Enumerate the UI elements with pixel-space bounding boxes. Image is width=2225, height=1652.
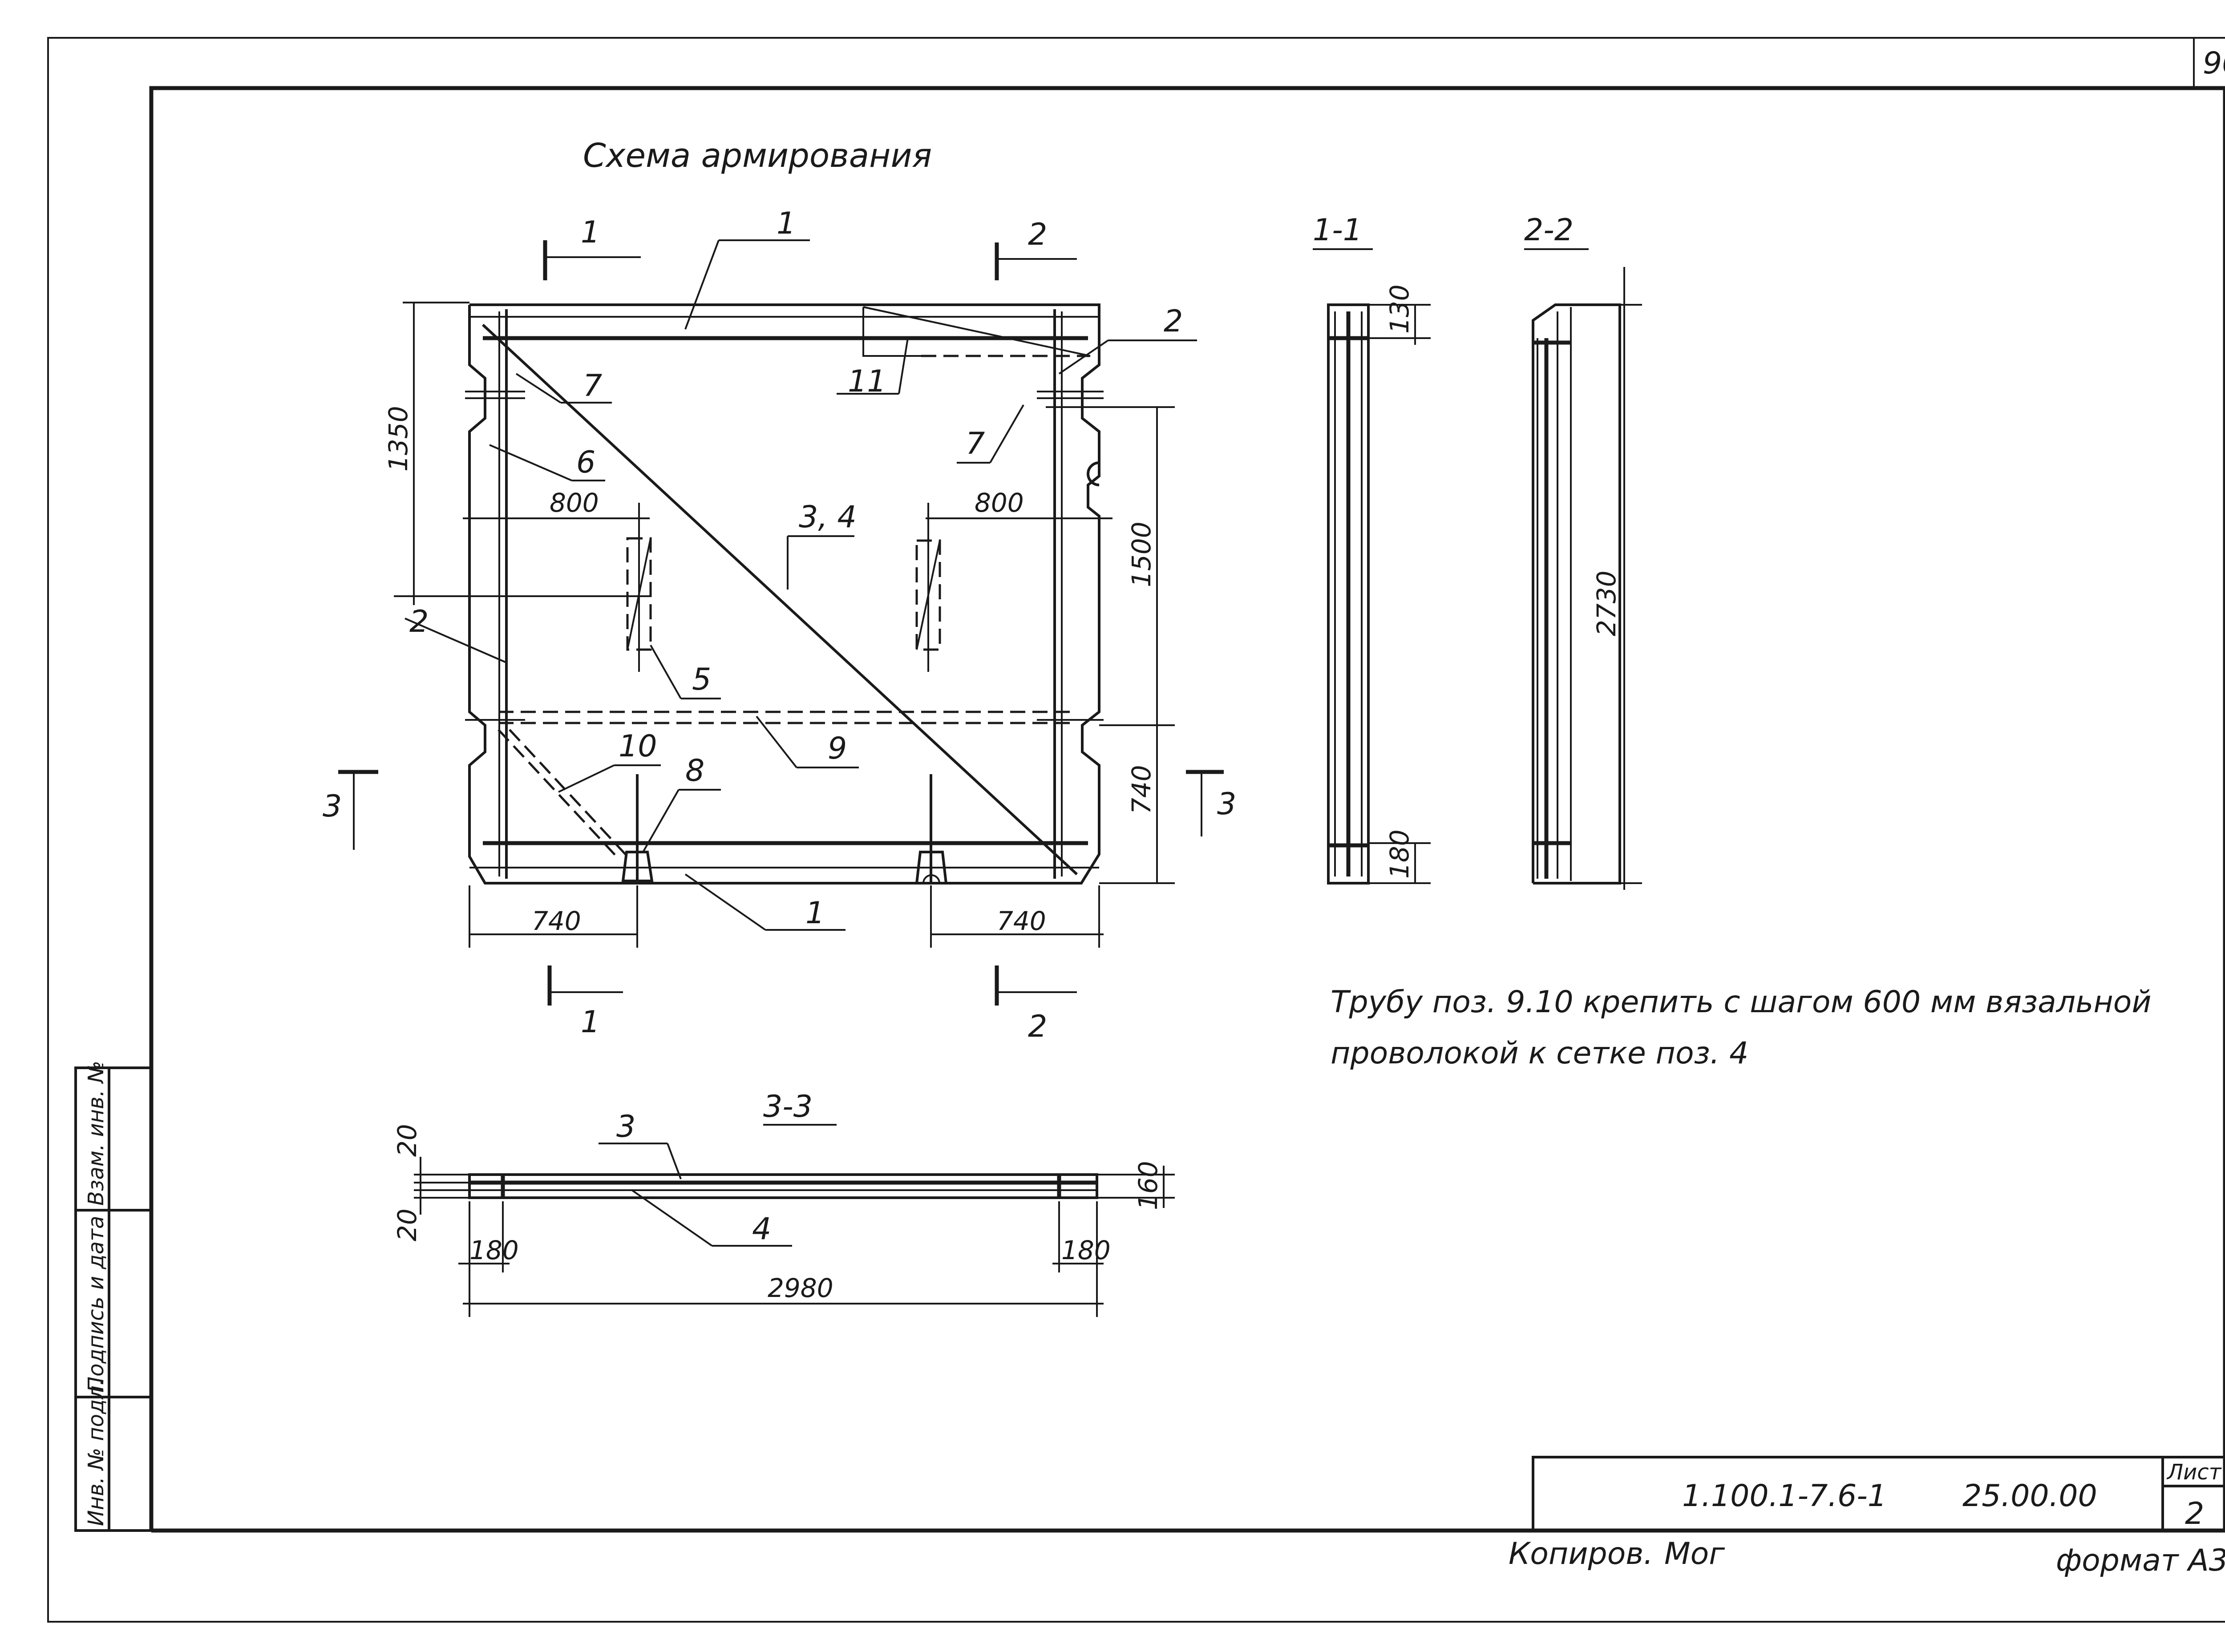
section-mark-1-bottom: 1 <box>581 1005 600 1040</box>
dim-740-right: 740 <box>1126 765 1157 814</box>
section-marks-plan <box>338 240 1224 1006</box>
title-block-mark: 25.00.00 <box>1962 1478 2097 1514</box>
panel-plan-outline <box>468 303 1100 885</box>
stamp-vzam-inv: Взам. инв. № <box>84 1061 109 1206</box>
dim-800-left: 800 <box>550 488 599 518</box>
outer-frame <box>47 37 2225 1623</box>
dim-1500: 1500 <box>1126 521 1157 587</box>
pos-2-left: 2 <box>409 604 429 639</box>
pos-1-top: 1 <box>777 206 796 241</box>
pos-6: 6 <box>576 445 595 480</box>
sec1-dim-180: 180 <box>1384 829 1415 879</box>
pos-2-top-right: 2 <box>1164 304 1183 339</box>
sec1-dim-130: 130 <box>1384 284 1415 334</box>
title-block-code: 1.100.1-7.6-1 <box>1682 1478 1887 1514</box>
note-line-1: Трубу поз. 9.10 крепить с шагом 600 мм в… <box>1331 985 2152 1020</box>
pos-3-4: 3, 4 <box>799 500 857 535</box>
side-stamp <box>74 1066 153 1532</box>
copied-label: Копиров. <box>1509 1536 1653 1571</box>
section-2-2 <box>1532 267 1642 890</box>
sec3-pos-3: 3 <box>616 1109 635 1144</box>
sec3-dim-20-top: 20 <box>392 1124 422 1157</box>
section-title-3-3: 3-3 <box>763 1089 813 1124</box>
section-mark-1-top: 1 <box>581 215 600 250</box>
reinforcement-plan <box>465 306 1104 885</box>
drawing-title: Схема армирования <box>583 137 932 175</box>
section-3-3 <box>414 1143 1175 1317</box>
format-label: формат А3 <box>2056 1543 2225 1578</box>
section-mark-3-right: 3 <box>1217 787 1236 822</box>
copied-signature: Мог <box>1664 1536 1725 1571</box>
sec3-pos-4: 4 <box>752 1212 771 1247</box>
dim-800-right: 800 <box>975 488 1024 518</box>
sec3-dim-2980: 2980 <box>768 1273 833 1303</box>
section-mark-2-bottom: 2 <box>1028 1009 1047 1044</box>
section-mark-2-top: 2 <box>1028 217 1047 252</box>
title-block-sheet-label: Лист <box>2166 1460 2222 1485</box>
pos-5: 5 <box>692 662 711 697</box>
sec3-dim-20-bottom: 20 <box>392 1208 422 1241</box>
pos-7-right: 7 <box>966 426 985 461</box>
section-title-1-1: 1-1 <box>1313 213 1362 248</box>
pos-8: 8 <box>685 753 704 788</box>
stamp-inv-podl: Инв. № подл. <box>84 1379 109 1526</box>
section-title-2-2: 2-2 <box>1524 213 1574 248</box>
pos-11: 11 <box>848 364 886 399</box>
pos-7-left: 7 <box>583 368 602 404</box>
sec3-dim-180-right: 180 <box>1061 1235 1111 1265</box>
title-block <box>1532 1456 2225 1532</box>
dim-740-bottom-left: 740 <box>532 906 581 936</box>
sheet-corner-number: 90 <box>2203 46 2225 81</box>
pos-1-bottom: 1 <box>805 896 825 931</box>
pos-9: 9 <box>828 731 847 766</box>
section-mark-3-left: 3 <box>323 789 342 824</box>
pos-10: 10 <box>619 729 657 764</box>
dim-1350: 1350 <box>383 406 413 472</box>
leader-lines-plan <box>405 239 1197 931</box>
sec2-dim-2730: 2730 <box>1591 570 1622 636</box>
sec3-dim-180-left: 180 <box>469 1235 519 1265</box>
sec3-dim-160: 160 <box>1133 1161 1163 1210</box>
note-line-2: проволокой к сетке поз. 4 <box>1331 1036 1748 1071</box>
stamp-podpis-data: Подпись и дата <box>84 1216 109 1393</box>
dimension-lines-plan <box>394 302 1175 948</box>
dim-740-bottom-right: 740 <box>997 906 1046 936</box>
section-1-1 <box>1327 303 1431 885</box>
title-block-sheet-number: 2 <box>2185 1496 2204 1531</box>
